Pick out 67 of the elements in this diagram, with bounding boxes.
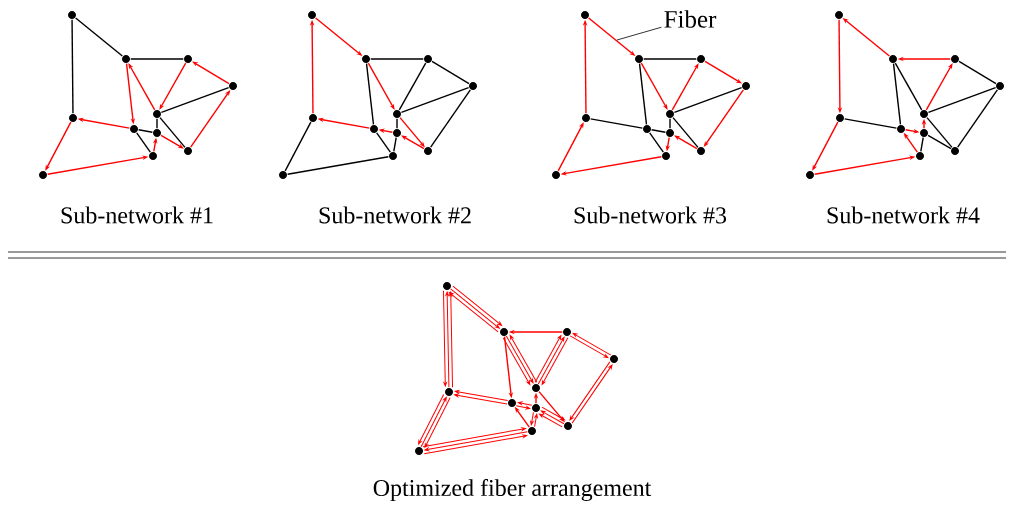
fiber-line — [136, 132, 151, 153]
fiber-line — [137, 129, 154, 133]
fiber-line — [286, 156, 390, 175]
fiber-line — [400, 86, 470, 114]
arrow — [812, 121, 839, 171]
arrow — [449, 291, 453, 388]
arrow — [45, 121, 72, 171]
arrow — [640, 62, 668, 110]
arrow — [674, 135, 698, 150]
fiber-line — [926, 116, 953, 149]
arrow — [454, 393, 508, 405]
arrow — [530, 411, 534, 426]
fiber-line — [638, 62, 648, 126]
fiber-line — [920, 136, 924, 153]
arrow — [443, 290, 447, 387]
fiber-line — [927, 134, 952, 150]
fiber-line — [130, 58, 184, 60]
fiber-line — [650, 129, 667, 133]
fiber-line — [365, 62, 375, 126]
fiber-line — [643, 58, 697, 60]
arrow — [671, 63, 699, 111]
fiber-line — [431, 60, 470, 85]
fiber-line — [284, 121, 312, 172]
fiber-line — [649, 132, 664, 153]
caption: Sub-network #3 — [574, 206, 727, 224]
fiber-line — [376, 132, 391, 153]
fiber-line — [71, 19, 74, 114]
fiber-line — [74, 17, 124, 57]
caption: Sub-network #4 — [827, 206, 980, 224]
fiber-line — [398, 62, 427, 111]
arrow — [704, 60, 742, 84]
fiber-line — [393, 136, 397, 153]
arrow — [541, 406, 565, 421]
fiber-line — [892, 62, 902, 126]
arrow — [160, 134, 184, 149]
arrow — [445, 291, 450, 388]
fiber-line — [396, 118, 398, 129]
fiber-line — [370, 58, 424, 60]
fiber-line — [894, 62, 923, 111]
callout-label: Fiber — [664, 10, 717, 28]
leader-line — [616, 26, 662, 41]
fiber-line — [156, 118, 158, 129]
arrow — [534, 413, 538, 428]
caption: Optimized fiber arrangement — [373, 478, 652, 502]
fiber-line — [672, 116, 699, 149]
arrow — [159, 62, 187, 110]
fiber-line — [589, 118, 644, 129]
fiber-line — [843, 118, 898, 129]
arrow — [454, 390, 509, 401]
arrow — [557, 122, 584, 172]
arrow — [192, 61, 230, 85]
fiber-line — [160, 86, 230, 114]
fiber-line — [159, 116, 186, 149]
arrow — [517, 401, 533, 406]
fiber-line — [430, 89, 472, 148]
arrow — [925, 63, 953, 111]
fiber-line — [958, 60, 997, 85]
arrow — [367, 62, 395, 110]
fiber-line — [956, 89, 999, 148]
arrow — [515, 405, 531, 410]
fiber-line — [927, 86, 997, 114]
arrow — [128, 63, 156, 111]
caption: Sub-network #2 — [319, 206, 471, 224]
arrow — [401, 135, 425, 150]
fiber-line — [673, 86, 743, 114]
fiber-line — [669, 118, 671, 129]
caption: Sub-network #1 — [61, 206, 213, 224]
